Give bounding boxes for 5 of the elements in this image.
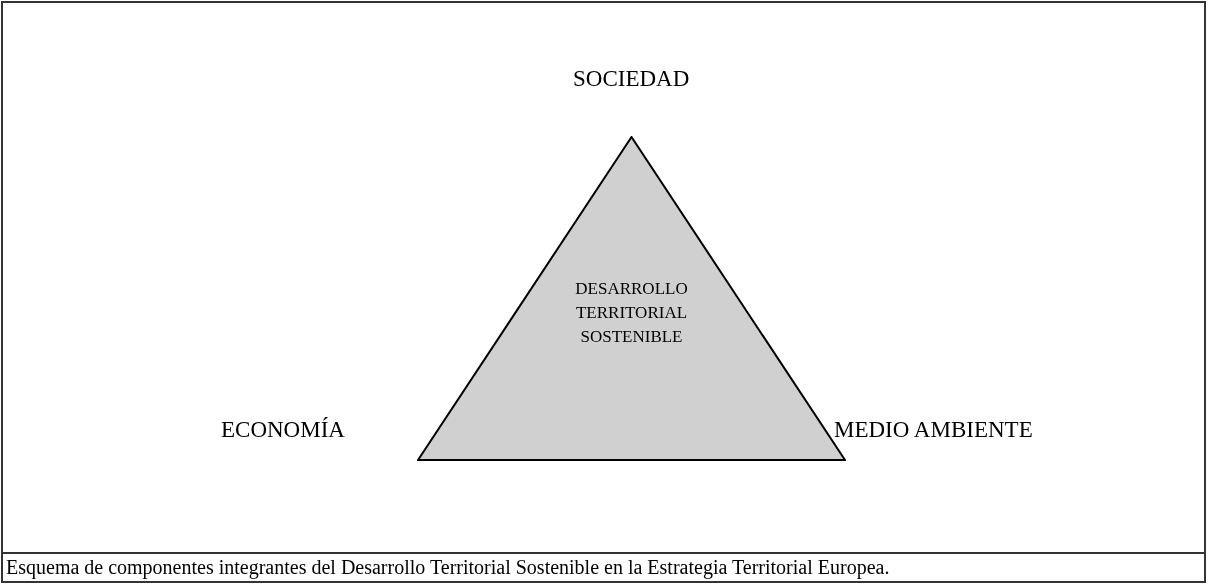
caption: Esquema de componentes integrantes del Desarrollo Territorial Sostenible en la Estrategia Territorial Europea. (6, 556, 890, 579)
corner-label: ECONOMÍA (221, 417, 345, 443)
corner-label: MEDIO AMBIENTE (834, 417, 1033, 443)
corner-label: SOCIEDAD (573, 66, 690, 92)
center-label: DESARROLLO TERRITORIAL SOSTENIBLE (574, 278, 689, 348)
